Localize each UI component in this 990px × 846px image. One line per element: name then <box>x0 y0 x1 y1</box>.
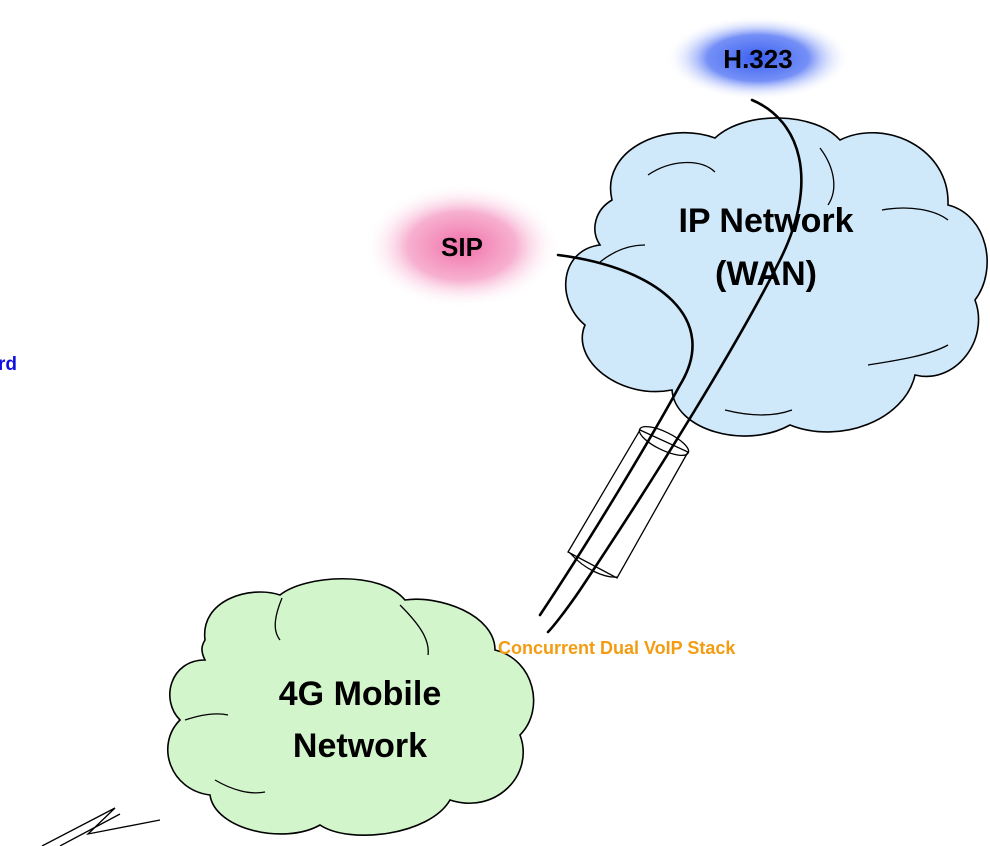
ip-network-cloud: IP Network (WAN) <box>564 117 988 437</box>
h323-signal-line <box>546 98 803 634</box>
h323-label: H.323 <box>723 44 792 74</box>
ip-network-cloud-shape <box>564 117 988 437</box>
sip-protocol-node: SIP <box>364 184 560 308</box>
voip-stack-conduit <box>567 426 690 579</box>
ip-network-label-line1: IP Network <box>678 202 853 240</box>
sip-signal-line <box>538 253 694 617</box>
mobile-network-cloud: 4G Mobile Network <box>166 578 535 836</box>
h323-glow <box>666 16 850 100</box>
mobile-network-label-line2: Network <box>293 727 427 765</box>
lightning-fragment <box>41 807 161 846</box>
sip-label: SIP <box>441 232 483 262</box>
mobile-network-label-line1: 4G Mobile <box>279 675 441 713</box>
dual-voip-stack-label: Concurrent Dual VoIP Stack <box>498 638 736 658</box>
edge-fragment-text: rd <box>0 354 17 375</box>
sip-glow <box>364 184 560 308</box>
h323-protocol-node: H.323 <box>666 16 850 100</box>
mobile-network-cloud-shape <box>166 578 535 836</box>
